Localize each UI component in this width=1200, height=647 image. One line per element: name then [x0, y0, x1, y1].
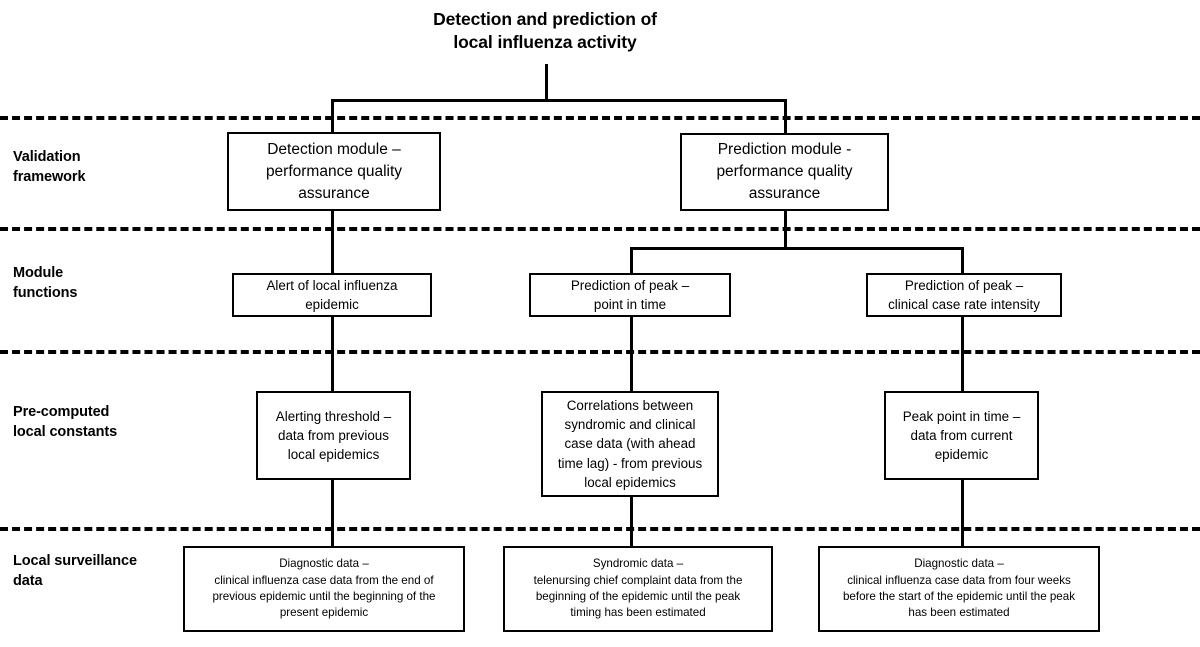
- connector-alert-to-threshold: [331, 317, 334, 391]
- row-label-pre-computed-local-constants: Pre-computed local constants: [13, 403, 203, 442]
- node-correlations-line-3: case data (with ahead: [564, 436, 696, 452]
- connector-detection-to-alert: [331, 209, 334, 273]
- node-alert-local-epidemic-line-2: epidemic: [305, 297, 359, 312]
- node-syndromic-data-middle-line-1: Syndromic data –: [592, 557, 684, 571]
- band-divider-1: [0, 116, 1200, 120]
- node-diagnostic-data-right-line-2: clinical influenza case data from four w…: [847, 573, 1071, 587]
- node-alerting-threshold-line-1: Alerting threshold –: [275, 408, 392, 424]
- node-prediction-module[interactable]: Prediction module - performance quality …: [680, 133, 889, 211]
- node-syndromic-data-middle-line-3: beginning of the epidemic until the peak: [535, 590, 741, 603]
- connector-threshold-to-diagnostic-left: [331, 480, 334, 546]
- connector-branch-left-drop: [630, 247, 633, 273]
- band-divider-2: [0, 227, 1200, 231]
- node-syndromic-data-middle-line-4: timing has been estimated: [570, 606, 706, 620]
- node-prediction-peak-case-rate-line-2: clinical case rate intensity: [888, 297, 1040, 312]
- node-detection-module-text: Detection module – performance quality a…: [261, 139, 407, 205]
- node-diagnostic-data-left[interactable]: Diagnostic data – clinical influenza cas…: [183, 546, 465, 632]
- node-diagnostic-data-right-text: Diagnostic data – clinical influenza cas…: [838, 556, 1080, 622]
- node-alerting-threshold-text: Alerting threshold – data from previous …: [271, 407, 396, 464]
- connector-branch-right-drop: [961, 247, 964, 273]
- node-prediction-peak-point-in-time-line-2: point in time: [593, 297, 667, 312]
- row-label-module-functions-line-1: Module: [13, 265, 64, 281]
- node-detection-module-line-2: performance quality: [265, 162, 403, 180]
- node-alerting-threshold-line-3: local epidemics: [287, 447, 380, 463]
- row-label-validation-framework: Validation framework: [13, 148, 203, 187]
- node-prediction-module-line-1: Prediction module -: [717, 141, 852, 158]
- node-diagnostic-data-right-line-4: has been estimated: [908, 606, 1010, 620]
- node-prediction-peak-case-rate-text: Prediction of peak – clinical case rate …: [883, 276, 1045, 314]
- node-correlations-line-1: Correlations between: [566, 398, 694, 414]
- row-label-pre-computed-local-constants-line-1: Pre-computed: [13, 404, 110, 420]
- node-diagnostic-data-right-line-1: Diagnostic data –: [914, 557, 1004, 571]
- node-peak-point-in-time-constant-text: Peak point in time – data from current e…: [898, 407, 1026, 464]
- page-title-line-1: Detection and prediction of: [433, 9, 657, 29]
- node-detection-module-line-3: assurance: [298, 184, 370, 202]
- node-diagnostic-data-left-line-1: Diagnostic data –: [279, 557, 369, 571]
- node-prediction-peak-case-rate[interactable]: Prediction of peak – clinical case rate …: [866, 273, 1062, 317]
- row-label-validation-framework-line-1: Validation: [13, 149, 81, 165]
- connector-top-bus-left-drop: [331, 99, 334, 133]
- node-correlations[interactable]: Correlations between syndromic and clini…: [541, 391, 719, 497]
- connector-top-bus: [331, 99, 784, 102]
- band-divider-3: [0, 350, 1200, 354]
- connector-prediction-stem: [784, 209, 787, 247]
- connector-top-bus-right-drop: [784, 99, 787, 133]
- row-label-local-surveillance-data-line-1: Local surveillance: [13, 553, 137, 569]
- page-title: Detection and prediction of local influe…: [330, 8, 760, 54]
- node-alert-local-epidemic-line-1: Alert of local influenza: [266, 277, 398, 293]
- node-detection-module-line-1: Detection module –: [267, 140, 401, 158]
- page-title-line-2: local influenza activity: [453, 32, 637, 53]
- node-prediction-peak-point-in-time-text: Prediction of peak – point in time: [566, 276, 694, 314]
- connector-peak-constant-to-diagnostic-right: [961, 480, 964, 546]
- node-alert-local-epidemic-text: Alert of local influenza epidemic: [261, 276, 402, 314]
- node-prediction-peak-point-in-time-line-1: Prediction of peak –: [570, 277, 690, 293]
- node-diagnostic-data-right[interactable]: Diagnostic data – clinical influenza cas…: [818, 546, 1100, 632]
- node-prediction-peak-case-rate-line-1: Prediction of peak –: [904, 277, 1024, 293]
- row-label-pre-computed-local-constants-line-2: local constants: [13, 423, 118, 440]
- band-divider-4: [0, 527, 1200, 531]
- node-diagnostic-data-left-line-2: clinical influenza case data from the en…: [214, 573, 434, 587]
- row-label-module-functions-line-2: functions: [13, 284, 78, 301]
- node-alerting-threshold-line-2: data from previous: [278, 427, 389, 443]
- node-prediction-peak-point-in-time[interactable]: Prediction of peak – point in time: [529, 273, 731, 317]
- node-correlations-line-2: syndromic and clinical: [564, 417, 696, 433]
- node-detection-module[interactable]: Detection module – performance quality a…: [227, 132, 441, 211]
- connector-title-stem: [545, 64, 548, 99]
- connector-peak-time-to-correlations: [630, 317, 633, 391]
- node-syndromic-data-middle-text: Syndromic data – telenursing chief compl…: [529, 556, 748, 622]
- row-label-validation-framework-line-2: framework: [13, 168, 86, 185]
- node-diagnostic-data-left-line-4: present epidemic: [279, 606, 369, 620]
- connector-prediction-branch-bus: [630, 247, 962, 250]
- row-label-local-surveillance-data: Local surveillance data: [13, 552, 203, 591]
- node-syndromic-data-middle-line-2: telenursing chief complaint data from th…: [533, 573, 743, 587]
- row-label-module-functions: Module functions: [13, 264, 203, 303]
- node-syndromic-data-middle[interactable]: Syndromic data – telenursing chief compl…: [503, 546, 773, 632]
- node-correlations-line-4: time lag) - from previous: [557, 455, 703, 471]
- node-alerting-threshold[interactable]: Alerting threshold – data from previous …: [256, 391, 411, 480]
- node-peak-point-in-time-constant-line-1: Peak point in time –: [902, 408, 1021, 424]
- node-correlations-text: Correlations between syndromic and clini…: [553, 396, 707, 491]
- node-peak-point-in-time-constant-line-3: epidemic: [934, 447, 989, 463]
- node-peak-point-in-time-constant-line-2: data from current: [910, 427, 1013, 443]
- node-correlations-line-5: local epidemics: [584, 474, 676, 490]
- node-prediction-module-text: Prediction module - performance quality …: [711, 139, 857, 205]
- node-peak-point-in-time-constant[interactable]: Peak point in time – data from current e…: [884, 391, 1039, 480]
- node-diagnostic-data-right-line-3: before the start of the epidemic until t…: [842, 590, 1076, 603]
- node-prediction-module-line-3: assurance: [748, 185, 821, 202]
- node-diagnostic-data-left-text: Diagnostic data – clinical influenza cas…: [207, 556, 440, 622]
- row-label-local-surveillance-data-line-2: data: [13, 572, 43, 589]
- node-alert-local-epidemic[interactable]: Alert of local influenza epidemic: [232, 273, 432, 317]
- connector-case-rate-to-peak-constant: [961, 317, 964, 391]
- node-diagnostic-data-left-line-3: previous epidemic until the beginning of…: [212, 590, 436, 603]
- connector-correlations-to-syndromic: [630, 497, 633, 546]
- node-prediction-module-line-2: performance quality: [716, 163, 853, 180]
